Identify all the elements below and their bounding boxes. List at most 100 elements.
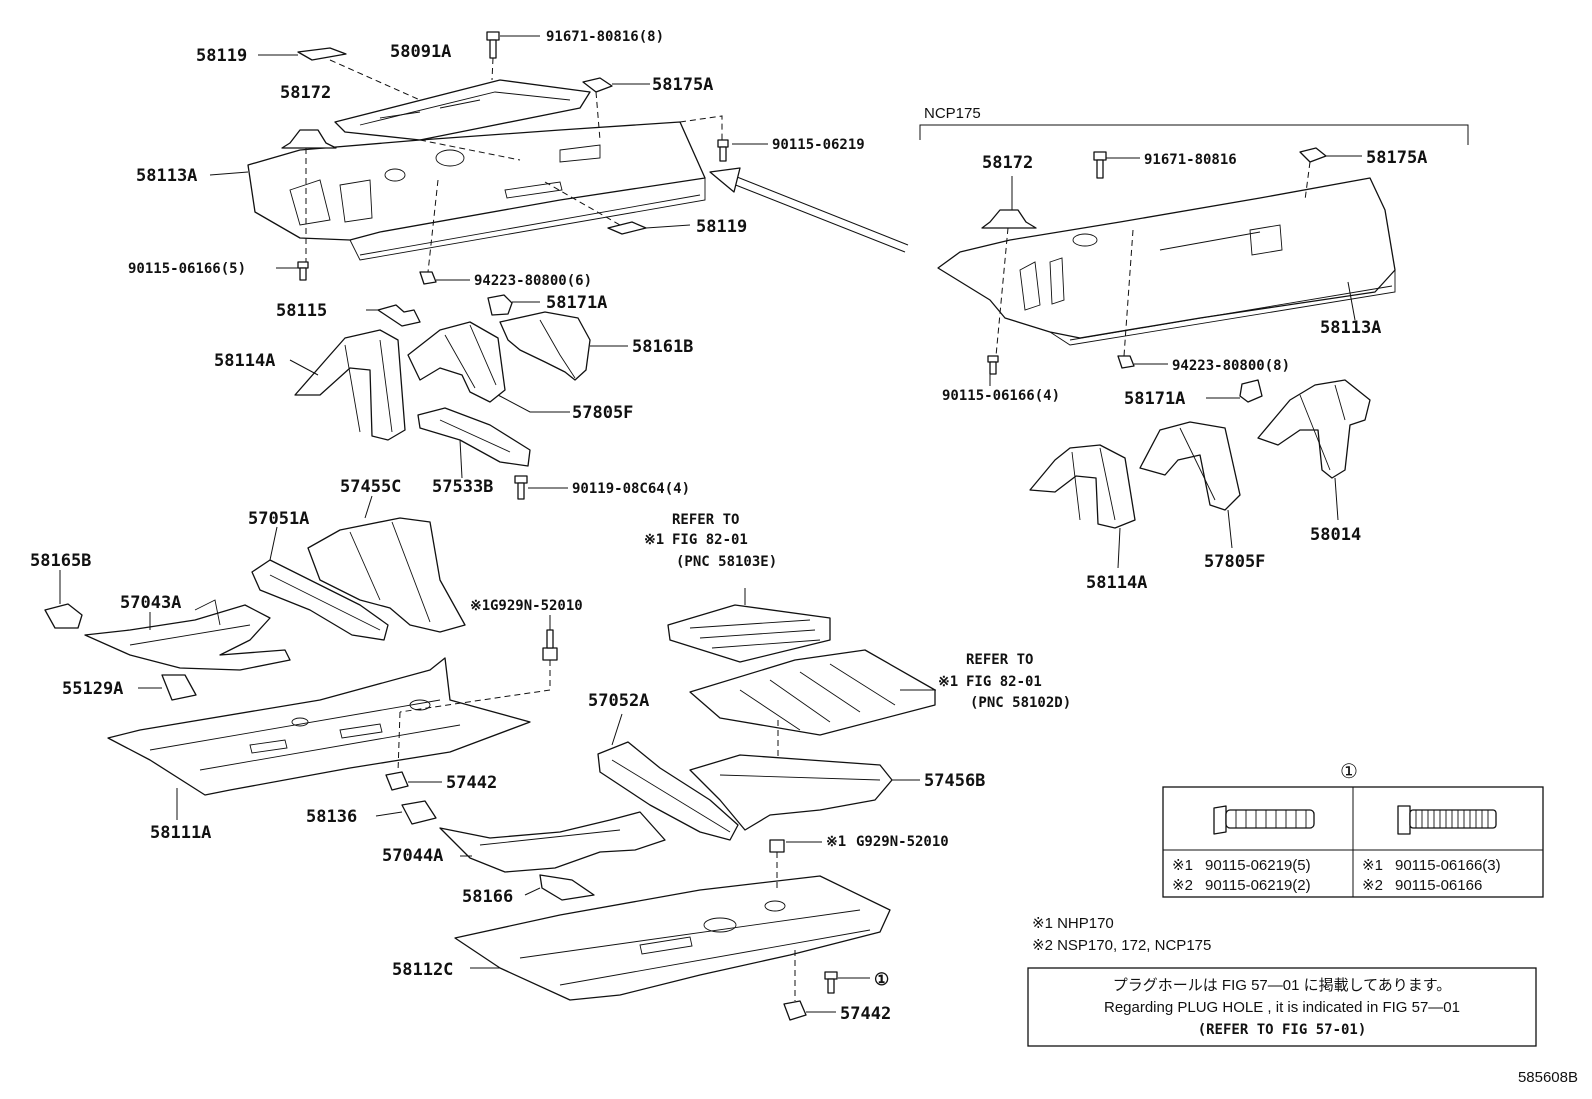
label-58175a-right: 58175A [1366,148,1427,168]
bolt-circle1 [824,971,838,994]
refer1-line2: FIG 82-01 [672,532,748,548]
part-58114a-left [294,329,406,441]
label-58119-a: 58119 [196,46,247,66]
label-57044a: 57044A [382,846,443,866]
legend-c2r2-mark: ※2 [1362,877,1383,894]
part-labels: 58119 58091A 91671-80816(8) 58175A 58172… [30,29,1427,1024]
bolt-90119 [514,475,528,500]
part-refer-upper-panel [667,604,831,663]
label-58172-left: 58172 [280,83,331,103]
refer2-line2: FIG 82-01 [966,674,1042,690]
part-58166 [539,874,595,901]
label-91671-80816: 91671-80816 [1144,152,1237,168]
legend-c2r1: 90115-06166(3) [1395,857,1501,874]
legend-c2r2: 90115-06166 [1395,877,1482,894]
label-90115-06166-4: 90115-06166(4) [942,388,1060,404]
part-57051a [251,559,389,641]
refer2-line3: (PNC 58102D) [970,695,1071,711]
label-57805f-left: 57805F [572,403,633,423]
label-57533b: 57533B [432,477,493,497]
nut-94223-right [1117,355,1135,369]
label-90115-06166-5: 90115-06166(5) [128,261,246,277]
label-g929n-52010-right: G929N-52010 [856,834,949,850]
legend-c2r1-mark: ※1 [1362,857,1383,874]
nut-g929-left [542,629,558,661]
label-58165b: 58165B [30,551,91,571]
label-57805f-right: 57805F [1204,552,1265,572]
plug-note-en: Regarding PLUG HOLE , it is indicated in… [1104,999,1460,1016]
part-57805f-right [1139,421,1241,511]
label-58175a-left: 58175A [652,75,713,95]
refer2-line1: REFER TO [966,652,1033,668]
label-57051a: 57051A [248,509,309,529]
bolt-90115-06166-right [987,355,999,375]
part-58172-left [281,129,337,149]
label-91671-80816-8: 91671-80816(8) [546,29,664,45]
part-57052a [597,741,739,841]
label-circle1-bolt: ① [874,970,889,990]
label-ref1-g929-right: ※1 [826,834,846,850]
nut-g929-right [769,839,785,853]
legend-bolt-long-icon [1397,805,1497,835]
part-58014 [1257,379,1371,479]
part-58112c [454,875,891,1001]
part-58111a [107,657,531,796]
part-58175a-left [582,77,613,93]
label-57442-right: 57442 [840,1004,891,1024]
label-57455c: 57455C [340,477,401,497]
legend-c1r2-mark: ※2 [1172,877,1193,894]
label-57052a: 57052A [588,691,649,711]
legend-c1r1-mark: ※1 [1172,857,1193,874]
part-58091a [334,79,591,141]
part-58161b [499,311,591,381]
legend-header: ① [1340,761,1358,783]
label-ncp175: NCP175 [924,105,981,122]
label-55129a: 55129A [62,679,123,699]
label-90115-06219: 90115-06219 [772,137,865,153]
label-57442-left: 57442 [446,773,497,793]
bolt-90115-06219-left [717,139,729,162]
figure-id: 585608B [1518,1069,1578,1086]
part-58165b [44,603,83,629]
label-58113a-right: 58113A [1320,318,1381,338]
part-refer-lower-panel [689,649,936,736]
label-58113a-left: 58113A [136,166,197,186]
part-58175a-right [1299,147,1327,163]
part-57533b [417,407,531,467]
bolt-91671-right [1093,151,1107,179]
nut-94223-left [419,271,437,285]
part-58171a-left [487,294,513,316]
part-58172-right [981,209,1037,229]
label-58161b: 58161B [632,337,693,357]
part-58115 [377,304,421,327]
label-58119-b: 58119 [696,217,747,237]
nut-57442-left [385,771,409,791]
label-ref1-g929-left: ※1 [470,598,490,614]
bolt-91671-left [486,31,500,59]
label-58171a-left: 58171A [546,293,607,313]
refer2-mark: ※1 [938,674,958,690]
bolt-legend-table: ① ※1 90115-06219(5) ※2 90115-06219(2) ※1… [1162,761,1544,898]
refer1-mark: ※1 [644,532,664,548]
label-94223-80800-6: 94223-80800(6) [474,273,592,289]
label-58014: 58014 [1310,525,1361,545]
label-58111a: 58111A [150,823,211,843]
label-94223-80800-8: 94223-80800(8) [1172,358,1290,374]
label-58114a-left: 58114A [214,351,275,371]
part-55129a [161,674,197,701]
label-58171a-right: 58171A [1124,389,1185,409]
legend-c1r1: 90115-06219(5) [1205,857,1311,874]
plug-hole-note: プラグホールは FIG 57—01 に掲載してあります。 Regarding P… [1027,967,1537,1047]
label-58115: 58115 [276,301,327,321]
label-57456b: 57456B [924,771,985,791]
part-58114a-right [1029,444,1136,529]
label-58112c: 58112C [392,960,453,980]
label-90119-08c64-4: 90119-08C64(4) [572,481,690,497]
part-57805f-left [407,321,506,403]
legend-c1r2: 90115-06219(2) [1205,877,1311,894]
part-58136 [401,800,437,825]
label-58091a: 58091A [390,42,451,62]
label-g929n-52010-left: G929N-52010 [490,598,583,614]
